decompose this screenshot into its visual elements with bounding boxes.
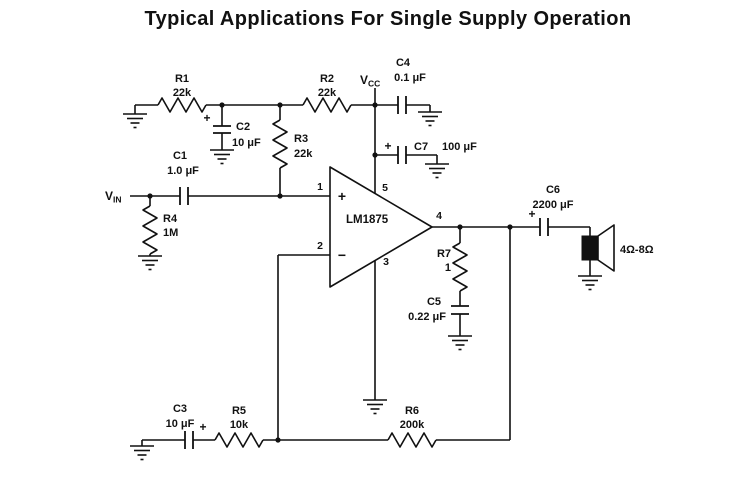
component-ref: R7 (437, 248, 451, 260)
noninverting-input-sign: + (338, 188, 346, 204)
component-ref: R2 (320, 73, 334, 85)
pin-3-label: 3 (383, 256, 389, 268)
component-value: 100 μF (442, 141, 477, 153)
capacitor-c3: + C3 10 μF (166, 403, 207, 449)
vcc-label: VCC (360, 73, 380, 89)
speaker: 4Ω-8Ω (581, 224, 654, 272)
junction-dot (277, 193, 283, 199)
resistor-r6: R6 200k (387, 405, 437, 448)
resistor-r7: R7 1 (437, 242, 468, 292)
resistor-r5: R5 10k (214, 405, 264, 448)
inverting-input-sign: − (338, 247, 346, 263)
junction-dot (372, 152, 378, 158)
wire (141, 227, 511, 446)
wire (130, 195, 330, 256)
junction-dot (275, 437, 281, 443)
component-ref: C2 (236, 121, 250, 133)
component-value: 1.0 μF (167, 165, 199, 177)
component-ref: R3 (294, 133, 308, 145)
speaker-impedance: 4Ω-8Ω (620, 244, 654, 256)
resistor-r2: R2 22k (302, 73, 352, 113)
component-value: 22k (173, 87, 192, 99)
polarity-plus: + (528, 207, 535, 221)
resistor-r3: R3 22k (272, 119, 313, 169)
wires (130, 88, 591, 446)
capacitor-c2: + C2 10 μF (203, 111, 261, 149)
wire (432, 226, 591, 336)
component-ref: C7 (414, 141, 428, 153)
pin-1-label: 1 (317, 181, 323, 193)
junction-dot (372, 102, 378, 108)
component-ref: R6 (405, 405, 419, 417)
ground-icon (137, 255, 163, 271)
capacitor-c1: C1 1.0 μF (167, 150, 199, 205)
resistor-zigzag (272, 119, 288, 169)
ic-name: LM1875 (346, 214, 389, 226)
pin-5-label: 5 (382, 182, 388, 194)
junction-dot (219, 102, 225, 108)
component-ref: C6 (546, 184, 560, 196)
vcc-main: V (360, 73, 368, 87)
ground-icon (129, 445, 155, 461)
component-value: 10 μF (166, 418, 195, 430)
component-value: 2200 μF (533, 199, 574, 211)
ground-icon (417, 111, 443, 127)
resistor-zigzag (157, 97, 207, 113)
resistor-zigzag (387, 432, 437, 448)
component-ref: C1 (173, 150, 187, 162)
resistor-zigzag (142, 205, 158, 255)
opamp-triangle (329, 166, 433, 288)
polarity-plus: + (203, 111, 210, 125)
pin-4-label: 4 (436, 210, 442, 222)
resistor-r1: R1 22k (157, 73, 207, 113)
pin-2-label: 2 (317, 240, 323, 252)
ground-icon (122, 113, 148, 129)
resistor-zigzag (214, 432, 264, 448)
component-value: 200k (400, 419, 425, 431)
component-value: 10k (230, 419, 249, 431)
component-ref: C5 (427, 296, 441, 308)
component-ref: R1 (175, 73, 189, 85)
component-value: 1 (445, 262, 451, 274)
component-value: 0.1 μF (394, 72, 426, 84)
ground-icon (447, 335, 473, 351)
speaker-cone-icon (597, 224, 615, 272)
junction-dot (147, 193, 153, 199)
resistor-zigzag (452, 242, 468, 292)
vcc-subscript: CC (368, 79, 380, 89)
vin-subscript: IN (113, 195, 122, 205)
vin-label: VIN (105, 189, 122, 205)
component-value: 10 μF (232, 137, 261, 149)
ground-icon (362, 399, 388, 415)
component-ref: C4 (396, 57, 411, 69)
polarity-plus: + (384, 139, 391, 153)
polarity-plus: + (199, 420, 206, 434)
component-ref: R5 (232, 405, 246, 417)
capacitor-c6: + C6 2200 μF (528, 184, 574, 236)
component-value: 0.22 μF (408, 311, 446, 323)
wire (134, 88, 438, 196)
ground-icon (577, 275, 603, 291)
junction-dot (277, 102, 283, 108)
speaker-driver-icon (581, 235, 599, 261)
capacitor-c5: C5 0.22 μF (408, 296, 469, 323)
page-title: Typical Applications For Single Supply O… (144, 8, 631, 30)
junction-dot (457, 224, 463, 230)
junction-dots (147, 102, 513, 443)
junction-dot (507, 224, 513, 230)
component-ref: C3 (173, 403, 187, 415)
component-value: 1M (163, 227, 178, 239)
component-ref: R4 (163, 213, 178, 225)
ground-icon (424, 163, 450, 179)
component-value: 22k (318, 87, 337, 99)
ground-icon (209, 149, 235, 165)
resistor-r4: R4 1M (142, 205, 178, 255)
resistor-zigzag (302, 97, 352, 113)
vin-main: V (105, 189, 113, 203)
opamp-lm1875: + − LM1875 1 2 5 3 4 (317, 166, 442, 288)
capacitor-c4: C4 0.1 μF (394, 57, 426, 114)
component-value: 22k (294, 148, 313, 160)
capacitor-c7: + C7 100 μF (384, 139, 477, 164)
